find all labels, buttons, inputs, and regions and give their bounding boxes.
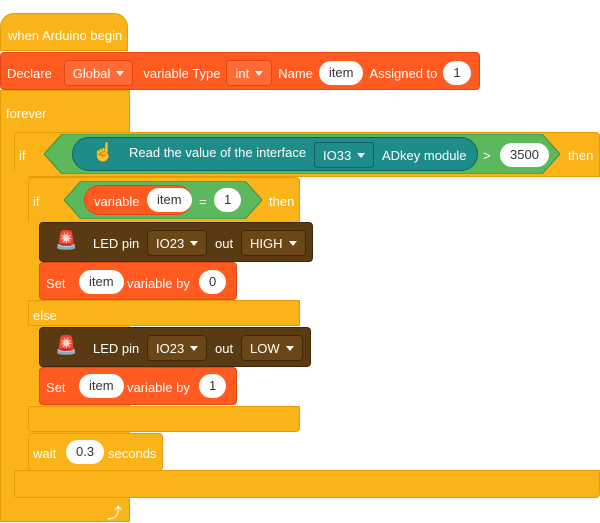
set-value-input[interactable]: 1	[199, 374, 227, 398]
inner-then-label: then	[269, 194, 295, 209]
port-dropdown[interactable]: IO33	[314, 142, 375, 168]
out-label: out	[215, 236, 234, 251]
assign-label: Assigned to	[369, 65, 438, 81]
operator-label: >	[483, 148, 491, 163]
variable-name-pill[interactable]: item	[147, 188, 192, 212]
if-inner-body	[28, 222, 40, 432]
chevron-down-icon	[288, 240, 297, 246]
hat-block[interactable]: when Arduino begin	[0, 13, 128, 51]
chevron-down-icon	[285, 345, 294, 351]
declare-block[interactable]: Declare Global variable Type int Name it…	[0, 52, 480, 90]
chevron-down-icon	[255, 70, 264, 76]
set-variable-pill[interactable]: item	[79, 374, 124, 398]
wait-value-input[interactable]: 0.3	[66, 440, 105, 464]
set-variable-pill[interactable]: item	[79, 270, 124, 294]
forever-label: forever	[6, 106, 47, 121]
if-inner-bottom	[28, 406, 300, 432]
chevron-down-icon	[190, 240, 199, 246]
led-label: LED pin	[93, 236, 140, 251]
variable-label: variable	[94, 194, 140, 209]
hat-label: when Arduino begin	[8, 28, 123, 43]
variable-by-label: variable by	[127, 276, 190, 291]
compare-value-input[interactable]: 1	[214, 188, 242, 212]
pin-dropdown[interactable]: IO23	[147, 230, 208, 256]
adkey-reporter[interactable]	[72, 137, 478, 171]
type-dropdown[interactable]: int	[226, 60, 273, 86]
then-label: then	[568, 148, 594, 163]
module-label: ADkey module	[382, 148, 467, 163]
set-label: Set	[46, 276, 66, 291]
chevron-down-icon	[357, 152, 366, 158]
loop-arrow-icon: ⤴	[107, 505, 123, 522]
chevron-down-icon	[190, 345, 199, 351]
seconds-label: seconds	[108, 446, 157, 461]
name-label: Name	[278, 65, 313, 81]
equals-label: =	[199, 194, 207, 209]
if-outer-bottom	[14, 470, 600, 498]
if-outer-body	[14, 170, 28, 470]
inner-if-label: if	[33, 194, 40, 209]
else-label: else	[33, 308, 57, 323]
variable-by-label: variable by	[127, 380, 190, 395]
type-label: variable Type	[143, 65, 221, 81]
variable-name-input[interactable]: item	[318, 61, 364, 85]
level-dropdown[interactable]: LOW	[241, 335, 303, 361]
out-label: out	[215, 341, 234, 356]
chevron-down-icon	[116, 70, 125, 76]
set-value-input[interactable]: 0	[199, 270, 227, 294]
scope-dropdown[interactable]: Global	[63, 60, 134, 86]
forever-bottom	[0, 500, 130, 522]
else-bar	[28, 300, 300, 326]
if-label: if	[19, 148, 26, 163]
led-label: LED pin	[93, 341, 140, 356]
set-label: Set	[46, 380, 66, 395]
pin-dropdown[interactable]: IO23	[147, 335, 208, 361]
declare-label: Declare	[7, 65, 52, 81]
siren-icon: 🚨	[55, 335, 78, 355]
wait-label: wait	[33, 446, 57, 461]
sensor-text: Read the value of the interface	[129, 145, 307, 160]
threshold-input[interactable]: 3500	[500, 143, 549, 167]
level-dropdown[interactable]: HIGH	[241, 230, 306, 256]
hand-pointer-icon: ☝	[92, 142, 115, 162]
siren-icon: 🚨	[55, 230, 78, 250]
initial-value-input[interactable]: 1	[443, 61, 471, 85]
